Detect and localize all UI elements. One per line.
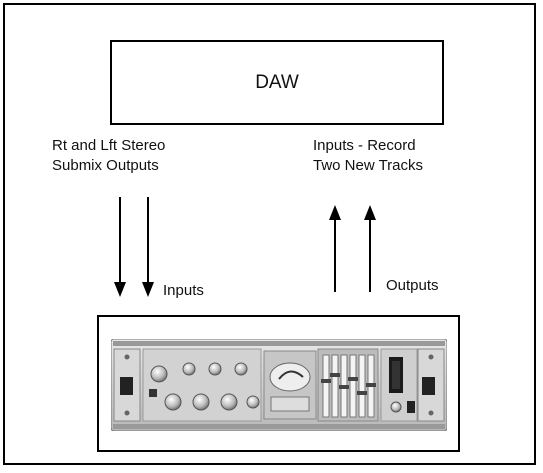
- down-arrow-left: [114, 197, 126, 297]
- outputs-label: Outputs: [386, 277, 439, 294]
- hardware-device-box: [97, 315, 460, 452]
- inputs-label: Inputs: [163, 282, 204, 299]
- down-arrow-right: [142, 197, 154, 297]
- left-caption-line1: Rt and Lft Stereo: [52, 137, 166, 154]
- daw-label: DAW: [255, 71, 299, 93]
- left-caption-line2: Submix Outputs: [52, 157, 159, 174]
- diagram-frame: DAW: [3, 3, 536, 465]
- right-caption-line1: Inputs - Record: [313, 137, 416, 154]
- right-caption-line2: Two New Tracks: [313, 157, 424, 174]
- daw-box: DAW: [110, 40, 444, 125]
- up-arrow-left: [329, 205, 341, 292]
- up-arrow-right: [364, 205, 376, 292]
- rack-mount-channel-strip-icon: [111, 339, 447, 431]
